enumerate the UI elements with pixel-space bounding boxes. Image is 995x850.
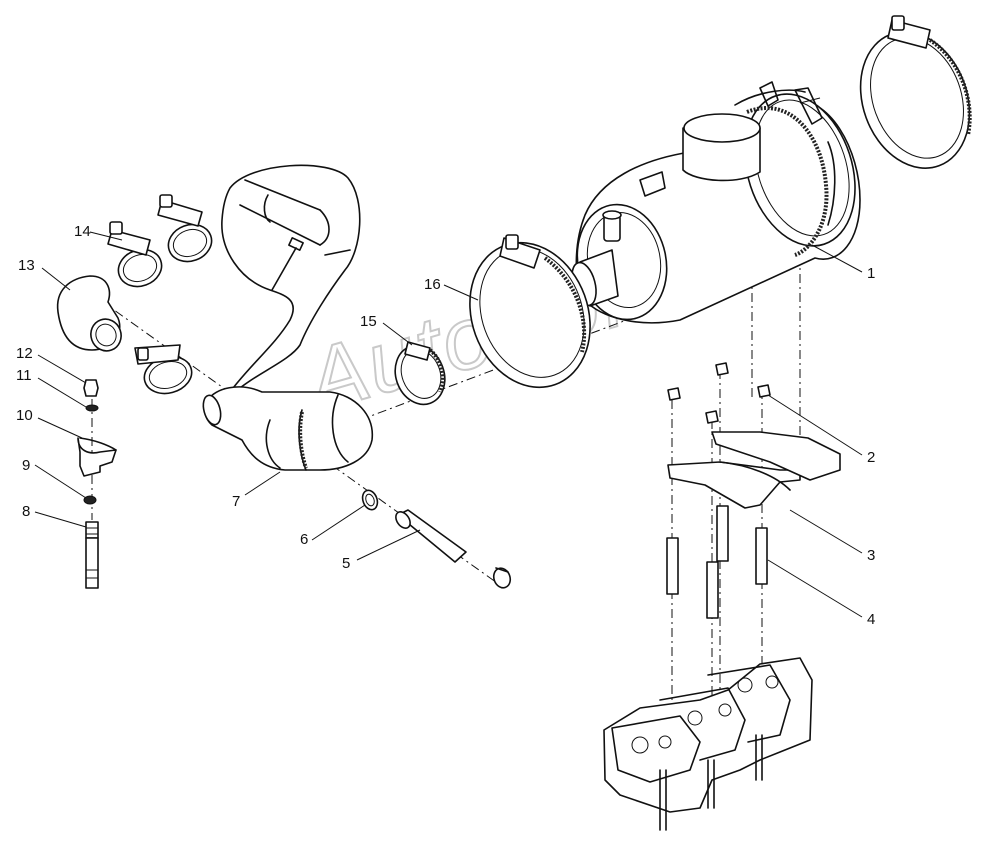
label-1: 1 (867, 265, 875, 282)
label-13: 13 (18, 257, 35, 274)
label-3: 3 (867, 547, 875, 564)
label-4: 4 (867, 611, 875, 628)
label-7: 7 (232, 493, 240, 510)
hose-clamp-15 (394, 341, 446, 406)
label-16: 16 (424, 276, 441, 293)
nut-12 (83, 379, 99, 397)
large-hose-clamp-rear (859, 15, 972, 169)
ring-6 (361, 489, 379, 511)
label-14: 14 (74, 223, 91, 240)
detail-view-bubble (221, 164, 361, 393)
label-5: 5 (342, 555, 350, 572)
bracket-10 (77, 437, 117, 477)
hose-clamp-upper (157, 194, 213, 263)
hose-clamp-middle (134, 344, 193, 395)
bracket-3 (667, 431, 841, 509)
callout-labels: 1 2 3 4 5 6 7 8 9 10 11 12 13 14 15 16 (16, 223, 875, 628)
washer-9 (83, 495, 97, 505)
label-15: 15 (360, 313, 377, 330)
air-filter-housing (571, 81, 861, 324)
stud-8 (85, 521, 99, 589)
label-2: 2 (867, 449, 875, 466)
elbow-13 (56, 275, 122, 352)
small-clamp-end (492, 567, 512, 589)
label-10: 10 (16, 407, 33, 424)
hose-clamp-14 (107, 221, 163, 288)
stud-4-group (666, 505, 768, 619)
label-12: 12 (16, 345, 33, 362)
leader-lines (34, 231, 863, 618)
tube-5 (395, 509, 467, 563)
label-11: 11 (16, 367, 32, 384)
elbow-hose-7 (202, 386, 373, 471)
label-8: 8 (22, 503, 30, 520)
large-hose-clamp-16 (469, 234, 591, 389)
label-6: 6 (300, 531, 308, 548)
label-9: 9 (22, 457, 30, 474)
cylinder-heads (603, 657, 813, 831)
washer-11 (85, 404, 99, 412)
nut-2-group (667, 362, 771, 424)
